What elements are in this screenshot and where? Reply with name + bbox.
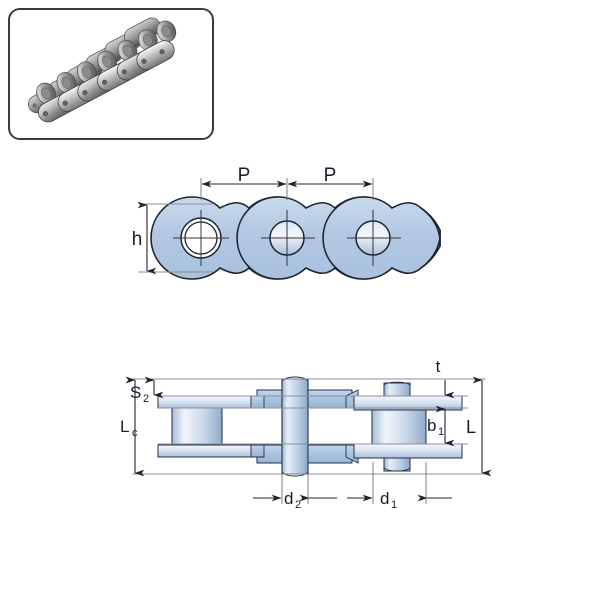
dimension-pitch-2: P	[287, 165, 373, 188]
chain-side-view: P P h	[132, 165, 441, 280]
d1-label-sub: 1	[391, 499, 397, 511]
centerline-marks	[173, 210, 401, 266]
roller-chain-photo	[11, 10, 211, 138]
left-outer-plate-assembly	[157, 395, 277, 458]
d2-label-sub: 2	[295, 499, 301, 511]
l-label: L	[466, 417, 476, 437]
dimension-l: L	[466, 376, 492, 477]
b1-label: b	[427, 416, 436, 435]
dimension-d1: d 1	[347, 489, 452, 511]
b1-label-sub: 1	[438, 426, 444, 438]
plate-height-label: h	[132, 229, 143, 250]
lc-label: L	[120, 417, 129, 436]
pitch-label-2: P	[324, 165, 337, 186]
dimension-pitch-1: P	[201, 165, 287, 188]
pitch-label-1: P	[238, 165, 251, 186]
connecting-pin	[281, 376, 309, 477]
extension-lines-pitch	[200, 178, 374, 200]
chain-plan-section-view: S 2 L c t b 1 L	[120, 357, 492, 511]
d2-label: d	[284, 489, 293, 508]
dimension-b1: b 1	[427, 405, 455, 447]
d1-label: d	[380, 489, 389, 508]
lc-label-sub: c	[132, 427, 138, 439]
roller-chain-photo-frame	[8, 8, 214, 140]
dimension-t: t	[436, 357, 455, 399]
chain-assembly-section	[157, 376, 463, 477]
dimension-plate-height: h	[132, 201, 213, 275]
right-outer-plate-assembly	[353, 381, 463, 472]
inner-plate-sections-right	[307, 389, 359, 464]
dimension-lc: L c	[120, 376, 145, 477]
dimension-s2: S 2	[130, 376, 164, 405]
t-label: t	[436, 357, 441, 376]
s2-label: S	[130, 383, 141, 402]
dimension-d2: d 2	[253, 489, 337, 511]
chain-links-group	[28, 17, 177, 123]
s2-label-sub: 2	[143, 393, 149, 405]
